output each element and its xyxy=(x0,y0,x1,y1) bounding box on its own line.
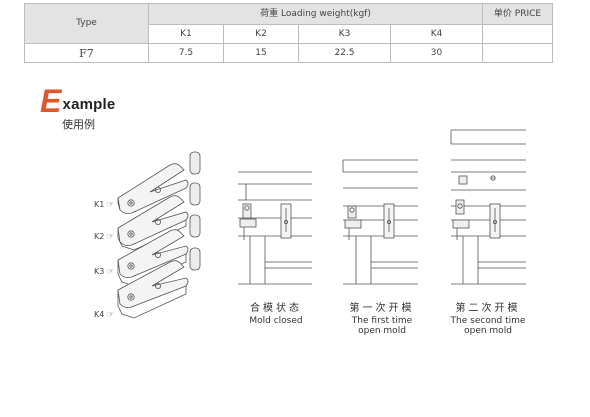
model-cell: F7 xyxy=(24,43,149,63)
pointer-icon: ☞ xyxy=(106,200,115,209)
table-row: F7 7.5 15 22.5 30 xyxy=(24,43,554,63)
part-label-k4: K4 ☞ xyxy=(94,310,115,319)
k1-value: 7.5 xyxy=(148,43,224,63)
pointer-icon: ☞ xyxy=(106,232,115,241)
part-label-k2: K2 ☞ xyxy=(94,232,115,241)
example-subtitle: 使用例 xyxy=(62,118,95,131)
caption-cn: 合模状态 xyxy=(250,303,302,314)
mold-second-open xyxy=(450,129,526,285)
caption-en: The first time xyxy=(351,316,413,326)
plate-k4 xyxy=(117,260,189,319)
caption-second-open: 第二次开模 The second time open mold xyxy=(442,303,534,337)
spec-table: Type 荷重 Loading weight(kgf) 单价 PRICE K1 … xyxy=(24,3,554,63)
k4-value: 30 xyxy=(389,43,484,63)
part-label-k1: K1 ☞ xyxy=(94,200,115,209)
pointer-icon: ☞ xyxy=(106,310,115,319)
part-label-k3: K3 ☞ xyxy=(94,267,115,276)
k4-header: K4 xyxy=(389,24,484,44)
caption-en-2: open mold xyxy=(464,326,512,336)
price-header: 单价 PRICE xyxy=(482,3,554,25)
plate-k1 xyxy=(117,163,189,214)
caption-en: Mold closed xyxy=(249,316,303,326)
price-subcell xyxy=(482,24,554,44)
type-header: Type xyxy=(24,3,149,44)
example-initial: E xyxy=(40,83,62,119)
caption-first-open: 第一次开模 The first time open mold xyxy=(336,303,428,337)
k2-header: K2 xyxy=(223,24,299,44)
caption-en-2: open mold xyxy=(358,326,406,336)
k2-value: 15 xyxy=(223,43,299,63)
plate-k3 xyxy=(117,229,189,287)
caption-en: The second time xyxy=(450,316,526,326)
caption-cn: 第二次开模 xyxy=(455,303,521,314)
caption-cn: 第一次开模 xyxy=(349,303,415,314)
example-rest: xample xyxy=(62,96,116,113)
caption-mold-closed: 合模状态 Mold closed xyxy=(230,303,322,327)
plate-k2 xyxy=(117,195,189,251)
mold-first-open xyxy=(342,159,418,285)
k3-value: 22.5 xyxy=(298,43,391,63)
mold-closed xyxy=(238,171,312,285)
example-heading: Example xyxy=(40,83,115,120)
price-value xyxy=(482,43,554,63)
pointer-icon: ☞ xyxy=(106,267,115,276)
pins xyxy=(189,151,201,271)
part-plates xyxy=(117,151,201,319)
